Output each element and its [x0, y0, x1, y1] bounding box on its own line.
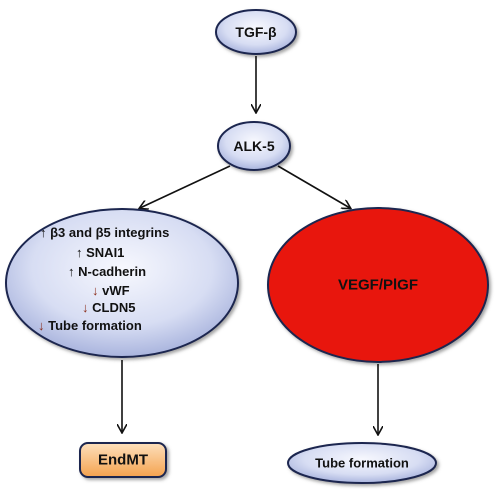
endothelial-effects-node [5, 208, 239, 358]
effect-text: Tube formation [48, 318, 142, 333]
down-arrow-icon: ↓ [82, 300, 89, 315]
endmt-node [79, 442, 167, 478]
effect-text: β3 and β5 integrins [50, 225, 170, 240]
alk5-label: ALK-5 [233, 138, 275, 154]
arrow-alk-to-left [140, 165, 231, 208]
effect-text: SNAI1 [86, 245, 125, 260]
effect-item-snai1: ↑ SNAI1 [76, 245, 124, 260]
effect-item-cldn5: ↓ CLDN5 [82, 300, 135, 315]
effect-text: N-cadherin [78, 264, 147, 279]
endmt-label: EndMT [98, 451, 148, 469]
effect-item-n-cadherin: ↑ N-cadherin [68, 264, 146, 279]
down-arrow-icon: ↓ [92, 283, 99, 298]
alk5-node [217, 121, 291, 171]
effect-item-integrins: ↑ β3 and β5 integrins [40, 225, 169, 240]
tube-formation-label: Tube formation [315, 455, 409, 471]
up-arrow-icon: ↑ [68, 264, 75, 279]
tube-formation-node [287, 442, 437, 484]
vegf-plgf-node [267, 207, 489, 363]
tgf-beta-node [215, 9, 297, 55]
effect-text: CLDN5 [92, 300, 136, 315]
up-arrow-icon: ↑ [40, 225, 47, 240]
effect-item-tube-formation: ↓ Tube formation [38, 318, 142, 333]
vegf-plgf-label: VEGF/PlGF [337, 276, 419, 294]
effect-item-vwf: ↓ vWF [92, 283, 130, 298]
effect-text: vWF [102, 283, 130, 298]
up-arrow-icon: ↑ [76, 245, 83, 260]
down-arrow-icon: ↓ [38, 318, 45, 333]
arrow-alk-to-right [277, 165, 350, 208]
tgf-beta-label: TGF-β [235, 24, 277, 40]
